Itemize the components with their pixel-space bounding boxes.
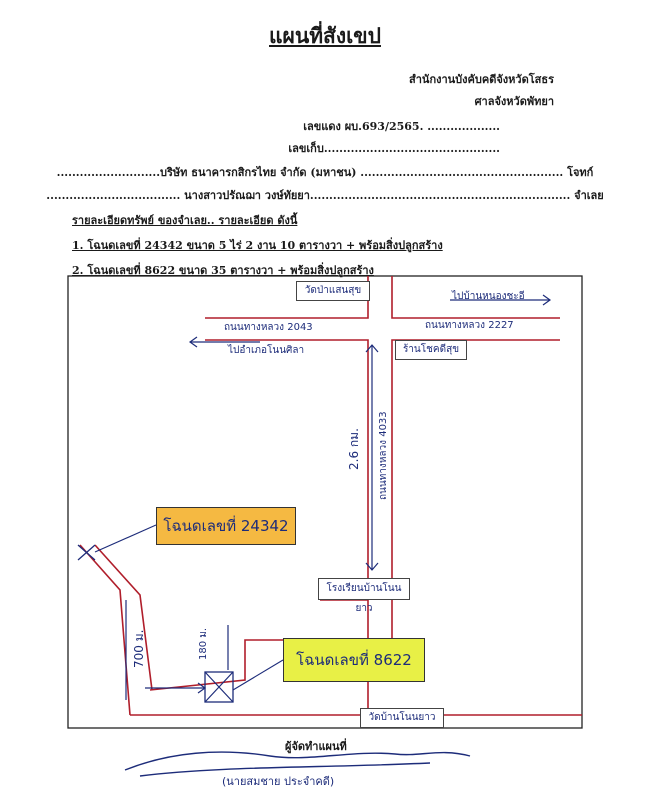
road-2043-label: ถนนทางหลวง 2043 — [224, 322, 313, 333]
distance-180m: 180 ม. — [198, 627, 209, 660]
road-4033-label: ถนนทางหลวง 4033 — [378, 411, 389, 500]
road-2227-label: ถนนทางหลวง 2227 — [425, 320, 514, 331]
road-left-diagonal-2 — [94, 544, 153, 691]
school-box: โรงเรียนบ้านโนนยาว — [318, 578, 410, 614]
temple-top-box: วัดป่าแสนสุข — [296, 281, 370, 301]
case-storage-number: เลขเก็บ.................................… — [288, 142, 500, 155]
bottom-temple-box: วัดบ้านโนนยาว — [360, 708, 444, 728]
shop-box: ร้านโชคดีสุข — [395, 340, 467, 360]
court-name: ศาลจังหวัดพัทยา — [474, 95, 554, 108]
property-item-1: 1. โฉนดเลขที่ 24342 ขนาด 5 ไร่ 2 งาน 10 … — [72, 239, 443, 252]
to-left-label: ไปอำเภอโนนศิลา — [228, 345, 305, 356]
distance-700m: 700 ม. — [132, 629, 146, 668]
signer-name: (นายสมชาย ประจำคดี) — [222, 775, 335, 788]
deed-8622-label: โฉนดเลขที่ 8622 — [283, 638, 425, 682]
property-intro: รายละเอียดทรัพย์ ของจำเลย.. รายละเอียด ด… — [72, 214, 298, 227]
parcel-8622-marker — [204, 671, 234, 703]
parcel-24342-marker — [77, 544, 96, 561]
signer-title: ผู้จัดทำแผนที่ — [285, 740, 347, 753]
deed-24342-label: โฉนดเลขที่ 24342 — [156, 507, 296, 545]
map-frame — [67, 275, 583, 729]
office-name: สำนักงานบังคับคดีจังหวัดโสธร — [409, 73, 554, 86]
road-left-diagonal — [79, 544, 131, 716]
page-title: แผนที่สังเขป — [269, 23, 381, 48]
road-2227-top — [391, 276, 560, 319]
to-right-label: ไปบ้านหนองชะอี — [452, 291, 525, 302]
signature-scribble — [124, 751, 471, 777]
case-black-number: เลขแดง ผบ.693/2565. ................... — [303, 120, 500, 133]
road-4033-right — [391, 339, 560, 640]
plaintiff-line: ...........................บริษัท ธนาคาร… — [56, 166, 594, 179]
property-item-2: 2. โฉนดเลขที่ 8622 ขนาด 35 ตารางวา + พร้… — [72, 264, 374, 277]
distance-2-6km: 2.6 กม. — [347, 428, 361, 470]
defendant-line: ................................... นางส… — [46, 189, 604, 202]
